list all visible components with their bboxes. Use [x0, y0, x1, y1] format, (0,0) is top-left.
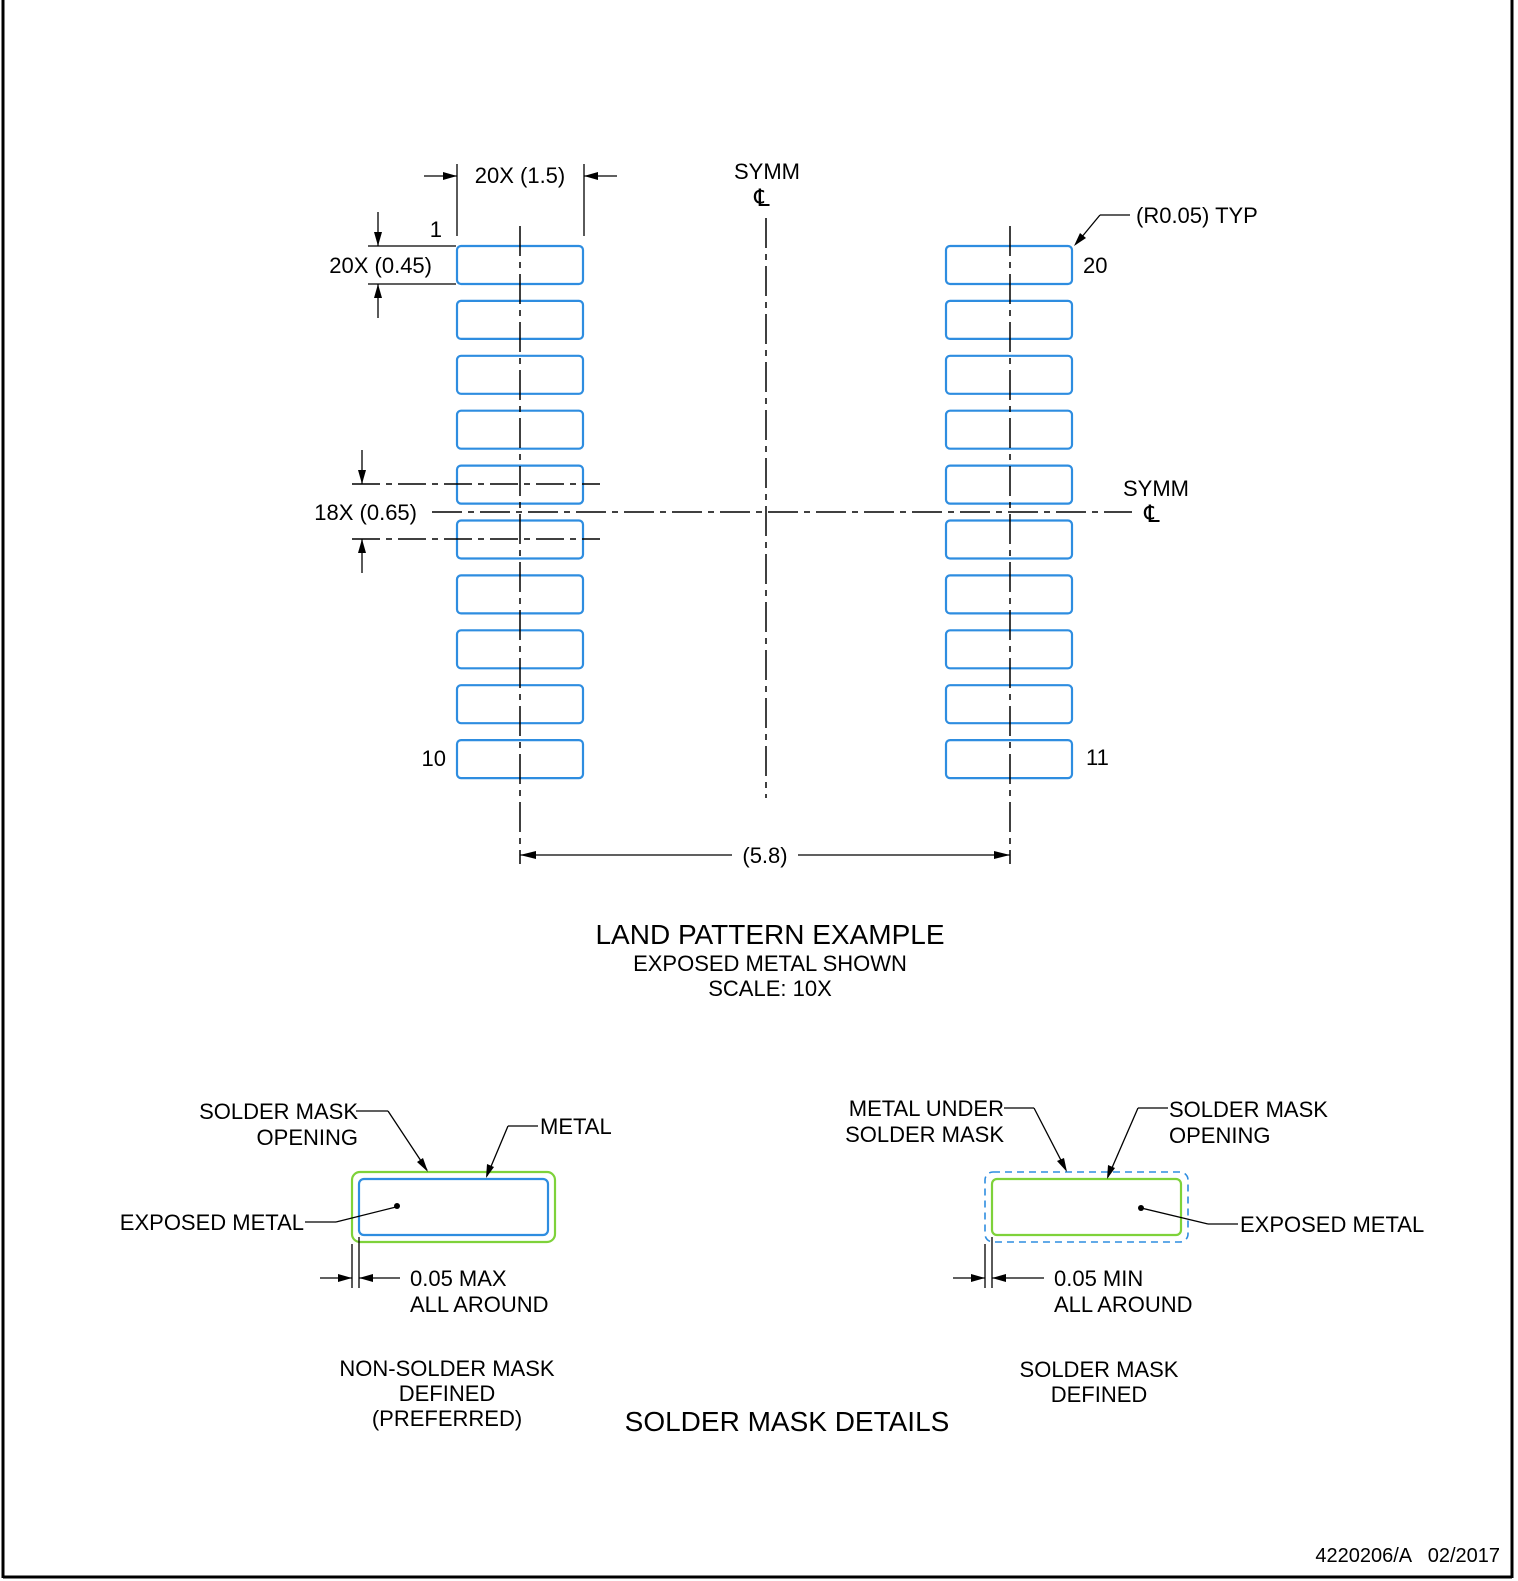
- right-pad: [944, 519, 1074, 560]
- right-pad: [944, 409, 1074, 450]
- nsmd-mask-opening-label-1: SOLDER MASK: [199, 1099, 358, 1124]
- right-pad: [944, 738, 1074, 780]
- centerline-symbol-right: ℄: [1143, 501, 1160, 528]
- smd-caption-2: DEFINED: [1051, 1382, 1148, 1407]
- right-pad: [944, 684, 1074, 725]
- pin-20-label: 20: [1083, 253, 1107, 278]
- centerlines: [432, 218, 1132, 864]
- nsmd-metal-label: METAL: [540, 1114, 612, 1139]
- nsmd-caption-3: (PREFERRED): [372, 1406, 522, 1431]
- pin-1-label: 1: [430, 217, 442, 242]
- nsmd-clearance-label-2: ALL AROUND: [410, 1292, 549, 1317]
- smd-mask-opening-label-2: OPENING: [1169, 1123, 1270, 1148]
- pitch-label: 18X (0.65): [314, 500, 417, 525]
- pad-width-label: 20X (1.5): [475, 163, 566, 188]
- pad-width-dimension: 20X (1.5): [424, 163, 617, 236]
- nsmd-exposed-metal-label: EXPOSED METAL: [120, 1210, 304, 1235]
- smd-mask-opening-label-1: SOLDER MASK: [1169, 1097, 1328, 1122]
- nsmd-metal-pad: [357, 1177, 550, 1237]
- row-span-dimension: (5.8): [520, 843, 1010, 868]
- pitch-dimension: 18X (0.65): [314, 450, 600, 573]
- smd-metal-under-mask: [984, 1171, 1189, 1243]
- smd-detail: METAL UNDER SOLDER MASK SOLDER MASK OPEN…: [845, 1096, 1424, 1407]
- land-pattern-scale: SCALE: 10X: [708, 976, 832, 1001]
- right-pad: [944, 354, 1074, 395]
- nsmd-caption-2: DEFINED: [399, 1381, 496, 1406]
- row-span-label: (5.8): [742, 843, 787, 868]
- corner-radius-label: (R0.05) TYP: [1136, 203, 1258, 228]
- nsmd-mask-opening: [350, 1170, 557, 1244]
- corner-radius-callout: (R0.05) TYP: [1074, 203, 1258, 246]
- right-pad: [944, 464, 1074, 505]
- pad-height-dimension: 20X (0.45): [329, 212, 456, 318]
- solder-mask-details-title: SOLDER MASK DETAILS: [625, 1406, 950, 1437]
- nsmd-caption-1: NON-SOLDER MASK: [339, 1356, 554, 1381]
- nsmd-detail: SOLDER MASK OPENING METAL EXPOSED METAL …: [120, 1099, 612, 1431]
- land-pattern-subtitle: EXPOSED METAL SHOWN: [633, 951, 907, 976]
- document-number: 4220206/A 02/2017: [1315, 1545, 1500, 1567]
- smd-clearance-label-2: ALL AROUND: [1054, 1292, 1193, 1317]
- nsmd-clearance-label-1: 0.05 MAX: [410, 1266, 507, 1291]
- smd-metal-under-label-2: SOLDER MASK: [845, 1122, 1004, 1147]
- pin-10-label: 10: [422, 746, 446, 771]
- land-pattern-title: LAND PATTERN EXAMPLE: [595, 919, 944, 950]
- right-pad: [944, 299, 1074, 340]
- right-pad-column: [944, 244, 1074, 780]
- right-pad: [944, 244, 1074, 286]
- right-pad: [944, 629, 1074, 670]
- symm-label-top: SYMM: [734, 159, 800, 184]
- pin-11-label: 11: [1086, 745, 1109, 770]
- smd-mask-opening: [990, 1177, 1183, 1237]
- right-pad: [944, 574, 1074, 615]
- smd-exposed-metal-label: EXPOSED METAL: [1240, 1212, 1424, 1237]
- pad-height-label: 20X (0.45): [329, 253, 432, 278]
- nsmd-mask-opening-label-2: OPENING: [257, 1125, 358, 1150]
- centerline-symbol-top: ℄: [753, 185, 770, 212]
- smd-metal-under-label-1: METAL UNDER: [849, 1096, 1004, 1121]
- symm-label-right: SYMM: [1123, 476, 1189, 501]
- smd-clearance-label-1: 0.05 MIN: [1054, 1266, 1143, 1291]
- smd-caption-1: SOLDER MASK: [1020, 1357, 1179, 1382]
